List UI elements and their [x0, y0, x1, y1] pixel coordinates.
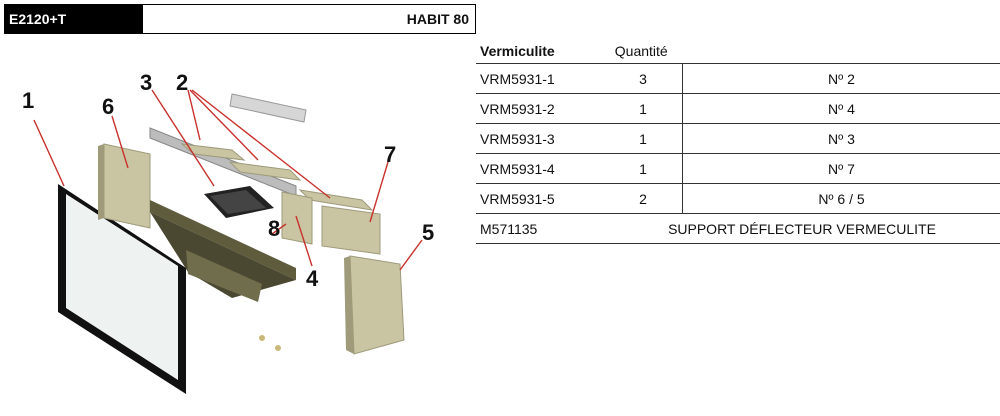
rear-panel-part	[321, 205, 381, 255]
exploded-parts-diagram: 1 6 3 2 7 8 4 5	[22, 70, 434, 394]
header-vermiculite: Vermiculite	[480, 42, 555, 59]
part-code: VRM5931-1	[476, 63, 604, 94]
part-reference: Nº 4	[682, 93, 1000, 124]
part-quantity: 2	[604, 183, 683, 214]
part-reference: Nº 3	[682, 123, 1000, 154]
part-quantity: 1	[604, 123, 683, 154]
part-code: VRM5931-2	[476, 93, 604, 124]
part-code: M571135	[476, 213, 604, 244]
part-code: VRM5931-5	[476, 183, 604, 214]
left-side-panel-part	[98, 143, 151, 229]
table-header-row: Vermiculite Quantité	[476, 38, 1000, 64]
deflector-support-part	[149, 93, 307, 197]
callout-4: 4	[306, 266, 319, 291]
part-quantity: 1	[604, 93, 683, 124]
header-quantity: Quantité	[614, 42, 668, 59]
part-reference: Nº 6 / 5	[682, 183, 1000, 214]
table-row: VRM5931-3 1 Nº 3	[476, 123, 1000, 154]
callout-3: 3	[140, 70, 152, 95]
part-description: SUPPORT DÉFLECTEUR VERMECULITE	[604, 213, 1000, 244]
callout-5: 5	[422, 220, 434, 245]
deflector-plates-part	[180, 143, 374, 211]
fire-grate-part	[204, 186, 274, 218]
part-reference: Nº 2	[682, 63, 1000, 94]
right-side-panel-part	[344, 255, 405, 355]
stove-code: E2120+T	[5, 5, 143, 33]
table-row: VRM5931-2 1 Nº 4	[476, 93, 1000, 124]
table-row: VRM5931-1 3 Nº 2	[476, 63, 1000, 94]
part-code: VRM5931-3	[476, 123, 604, 154]
part-reference: Nº 7	[682, 153, 1000, 184]
callout-2: 2	[176, 70, 188, 95]
table-row: VRM5931-4 1 Nº 7	[476, 153, 1000, 184]
ash-tray-part	[150, 200, 296, 302]
table-row-support: M571135 SUPPORT DÉFLECTEUR VERMECULITE	[476, 213, 1000, 244]
parts-table: Vermiculite Quantité VRM5931-1 3 Nº 2 VR…	[476, 38, 1000, 244]
table-row: VRM5931-5 2 Nº 6 / 5	[476, 183, 1000, 214]
header-reference	[683, 38, 1000, 64]
callout-8: 8	[268, 216, 280, 241]
stove-model: HABIT 80	[406, 11, 469, 27]
part-quantity: 3	[604, 63, 683, 94]
part-code: VRM5931-4	[476, 153, 604, 184]
glass-door-part	[58, 184, 186, 394]
callout-arrows	[33, 89, 423, 271]
part-quantity: 1	[604, 153, 683, 184]
document-header: E2120+T HABIT 80	[4, 4, 476, 34]
callout-6: 6	[102, 94, 114, 119]
callout-1: 1	[22, 88, 34, 113]
callout-7: 7	[384, 142, 396, 167]
